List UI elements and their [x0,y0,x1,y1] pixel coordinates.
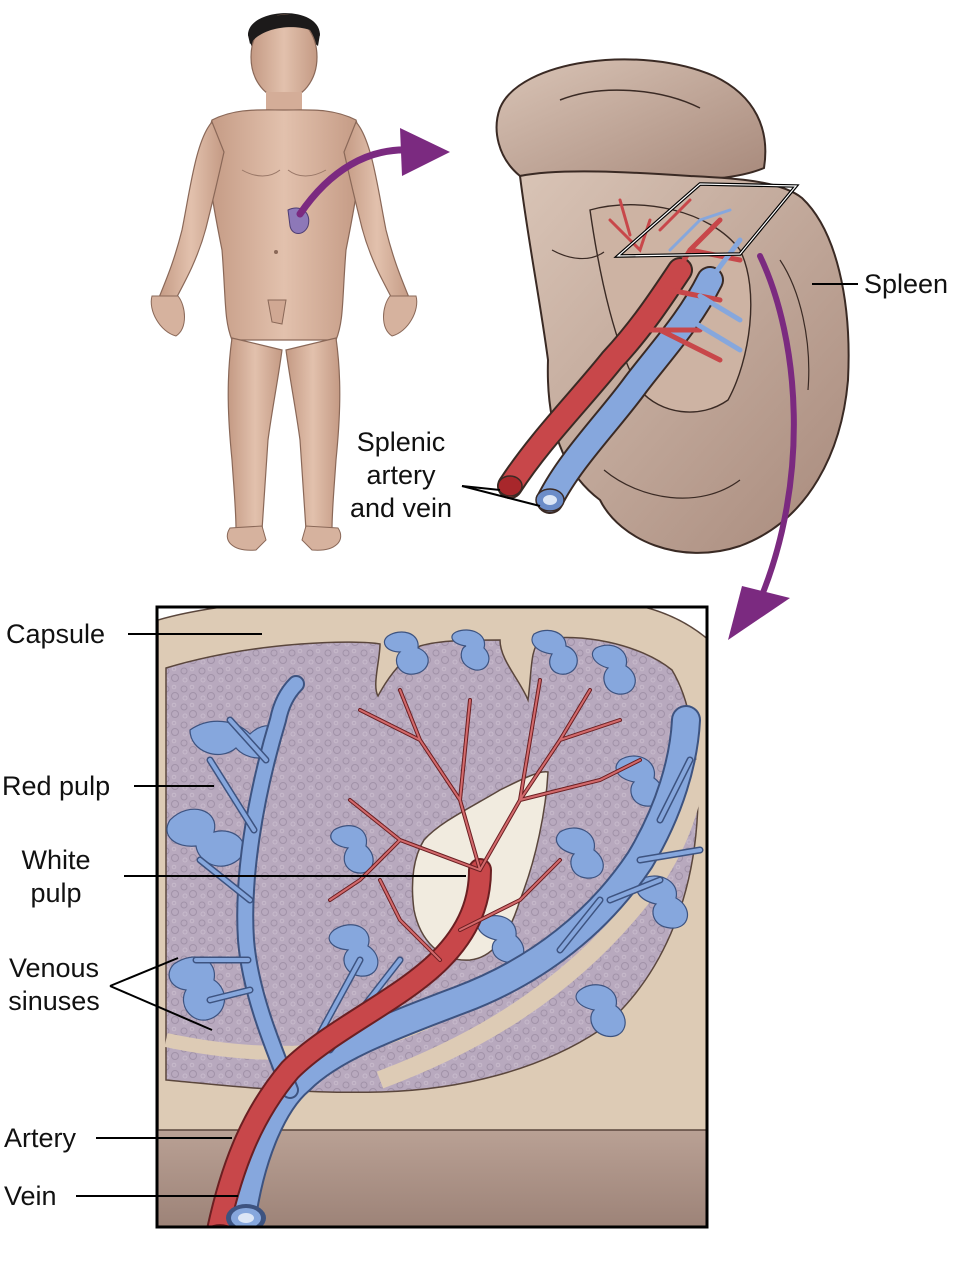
label-vein: Vein [4,1181,57,1211]
label-line: pulp [30,878,82,908]
label-line: White [21,845,91,875]
label-line: Splenic [356,427,446,457]
human-figure [150,13,418,551]
label-line: artery [366,460,436,490]
arrowhead-icon [728,586,790,640]
spleen-organ [495,58,850,554]
label-line: Venous [8,953,100,983]
label-red-pulp: Red pulp [2,771,111,801]
label-artery: Artery [4,1123,77,1153]
spleen-detail-panel [155,605,709,1229]
label-white-pulp: White pulp [0,844,112,910]
leader-lines [76,283,858,1197]
arrowhead-icon [400,128,450,176]
label-spleen: Spleen [864,269,949,299]
label-line: sinuses [8,986,100,1016]
label-line: and vein [349,493,453,523]
pointer-arrow-body-to-spleen [296,146,414,218]
label-splenic-artery-and-vein: Splenic artery and vein [346,426,456,525]
label-capsule: Capsule [6,619,106,649]
label-venous-sinuses: Venous sinuses [0,952,108,1018]
pointer-arrow-spleen-to-detail [757,253,797,603]
